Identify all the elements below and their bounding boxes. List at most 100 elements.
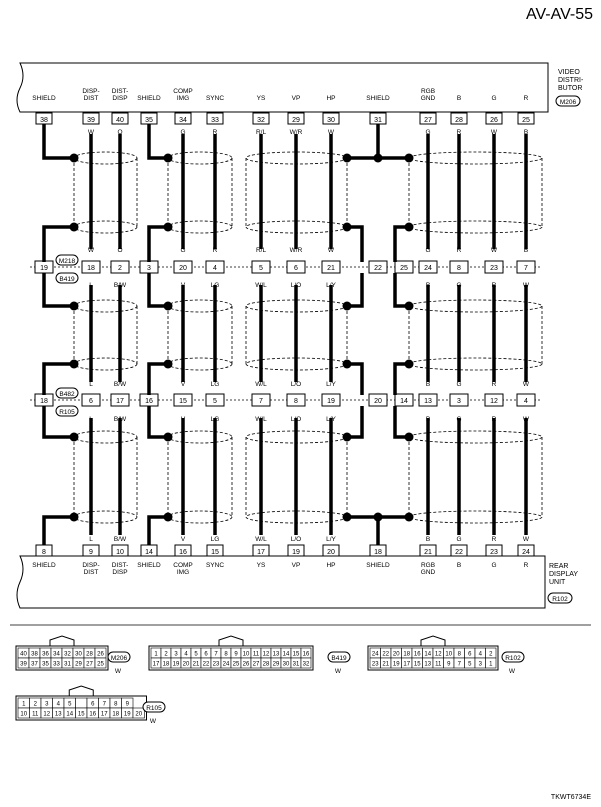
- bottom-pin: [450, 544, 468, 557]
- inline-pin: [418, 260, 438, 274]
- inline-pin-number: 6: [89, 398, 93, 405]
- wire-color: G: [456, 381, 461, 388]
- bottom-signal-label: SHIELD: [366, 562, 390, 569]
- top-pin: [252, 112, 270, 125]
- cavity-number: 11: [435, 662, 442, 668]
- cavity-number: 10: [20, 712, 27, 718]
- cavity-number: 26: [243, 662, 250, 668]
- bottom-pin-number: 8: [42, 549, 46, 556]
- inline-pin: [516, 260, 536, 274]
- cavity-number: 25: [233, 662, 240, 668]
- cavity-number: 32: [303, 662, 310, 668]
- wire-color: V: [181, 416, 186, 423]
- shield-drain-center-5: [342, 406, 364, 442]
- connector-color: W: [115, 668, 122, 675]
- wire-color: B: [426, 282, 430, 289]
- signal-label: DIST: [84, 95, 99, 102]
- inline-pin: [173, 393, 193, 407]
- cavity-number: 3: [479, 662, 483, 668]
- wire-color: W: [491, 247, 498, 254]
- wire-color: G: [180, 129, 185, 136]
- shield-dot: [342, 301, 352, 311]
- shield-dot: [404, 301, 414, 311]
- inline-pin: [516, 393, 536, 407]
- cavity-number: 32: [64, 652, 71, 658]
- wire-color: W/L: [255, 416, 267, 423]
- connector-face-badge: [107, 651, 131, 663]
- shield-drain-comp-3: [147, 273, 173, 311]
- shield-sheath-disp-0: [73, 151, 138, 234]
- cavity-number: 5: [468, 662, 472, 668]
- wire-color: W: [88, 129, 95, 136]
- wire-color: O: [117, 129, 122, 136]
- shield-sheath-comp-1: [167, 299, 233, 371]
- bottom-signal-label: VP: [292, 562, 301, 569]
- cavity-number: 8: [458, 652, 462, 658]
- bottom-signal-label: RGB: [421, 562, 435, 569]
- cavity-number: 9: [126, 702, 130, 708]
- signal-label: DISP: [112, 95, 127, 102]
- cavity-number: 8: [224, 652, 228, 658]
- inline-pin-number: 20: [374, 398, 382, 405]
- cavity-number: 36: [42, 652, 49, 658]
- page-id: AV-AV-55: [526, 6, 593, 23]
- cavity-number: 21: [382, 662, 389, 668]
- connector-badge-m218: [55, 254, 79, 266]
- wire-color: G: [456, 416, 461, 423]
- cavity-number: 35: [42, 662, 49, 668]
- signal-label: IMG: [177, 95, 189, 102]
- cavity-number: 27: [86, 662, 93, 668]
- shield-dot: [69, 222, 79, 232]
- wire-color: L/O: [291, 416, 301, 423]
- inline-pin: [81, 260, 101, 274]
- top-pin: [450, 112, 468, 125]
- inline-pin: [205, 393, 225, 407]
- shield-sheath-rgb-1: [408, 299, 543, 371]
- wire-color: W: [88, 247, 95, 254]
- connector-face-badge: [142, 701, 166, 713]
- bottom-pin-number: 16: [179, 549, 187, 556]
- top-pin: [322, 112, 340, 125]
- cavity-number: 6: [468, 652, 472, 658]
- connector-badge-m206: [555, 95, 581, 107]
- cavity-number: 25: [97, 662, 104, 668]
- cavity-number: 23: [372, 662, 379, 668]
- bottom-pin-number: 18: [374, 549, 382, 556]
- inline-pin: [173, 260, 193, 274]
- bottom-signal-label: DISP-: [82, 562, 99, 569]
- video-distributor-label: BUTOR: [558, 85, 582, 92]
- cavity-number: 7: [214, 652, 218, 658]
- wire-color: L/O: [291, 381, 301, 388]
- cavity-number: 12: [435, 652, 442, 658]
- wire-color: O: [117, 247, 122, 254]
- connector-color: W: [335, 668, 342, 675]
- inline-pin-number: 5: [213, 398, 217, 405]
- video-distributor-label: DISTRI-: [558, 77, 584, 84]
- connector-badge-b482-text: B482: [59, 391, 75, 398]
- shield-dot: [69, 153, 79, 163]
- signal-label: B: [457, 95, 461, 102]
- shield-dot: [163, 359, 173, 369]
- top-pin-number: 33: [211, 117, 219, 124]
- inline-pin-number: 14: [400, 398, 408, 405]
- wire-color: V: [181, 282, 186, 289]
- inline-pin: [286, 260, 306, 274]
- shield-drain-comp-6: [147, 512, 173, 545]
- top-pin-number: 29: [292, 117, 300, 124]
- bottom-signal-label: G: [491, 562, 496, 569]
- wire-color: L/O: [291, 282, 301, 289]
- inline-pin: [418, 393, 438, 407]
- shield-drain-center-2: [342, 222, 364, 262]
- wire-color: R: [492, 282, 497, 289]
- wire-color: W: [523, 282, 530, 289]
- cavity-number: 29: [273, 662, 280, 668]
- signal-label: RGB: [421, 88, 435, 95]
- wire-color: G: [456, 282, 461, 289]
- bottom-pin: [206, 544, 224, 557]
- inline-pin: [321, 260, 341, 274]
- shield-drain-rgb-4: [393, 359, 414, 395]
- shield-dot: [69, 432, 79, 442]
